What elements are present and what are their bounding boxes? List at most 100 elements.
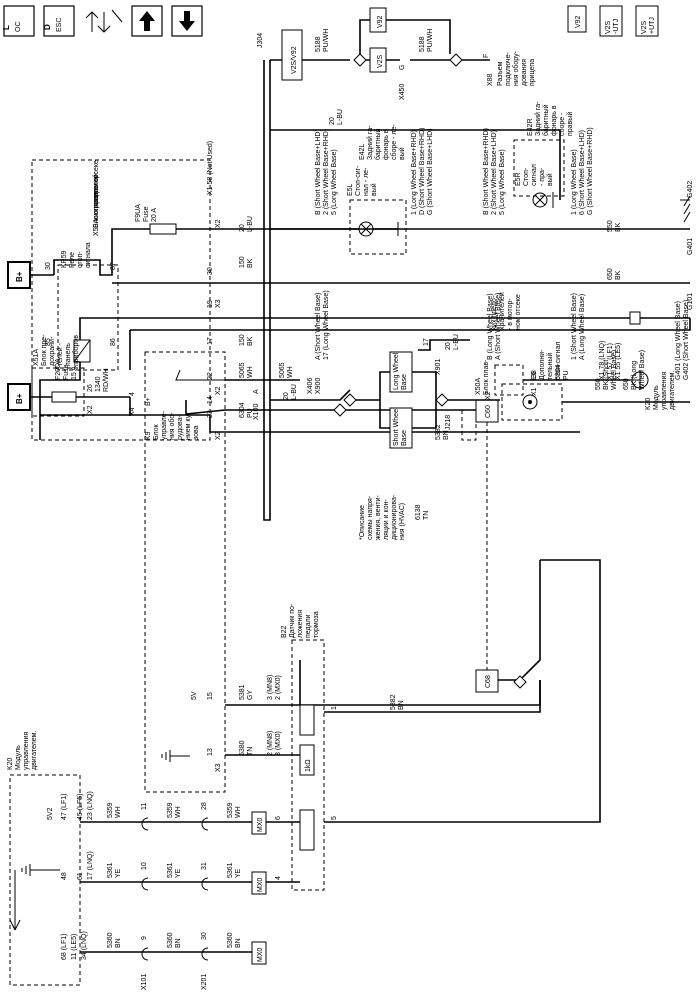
connector-x101: 11 10 9 X101: [141, 803, 149, 990]
svg-text:10: 10: [141, 862, 148, 870]
svg-text:RD/WH: RD/WH: [103, 368, 110, 392]
svg-text:15 A: 15 A: [71, 366, 78, 380]
svg-text:V2S: V2S: [641, 20, 648, 34]
svg-text:E5R: E5R: [515, 172, 522, 186]
svg-text:Wheel Base): Wheel Base): [611, 350, 618, 390]
svg-text:550: 550: [607, 220, 614, 232]
svg-text:диционирова-: диционирова-: [391, 494, 398, 540]
f9ua-fuse: [149, 223, 177, 235]
swap-icon[interactable]: [85, 9, 123, 33]
svg-text:23: 23: [207, 410, 214, 418]
svg-text:30: 30: [201, 932, 208, 940]
svg-text:20: 20: [239, 224, 246, 232]
description-button[interactable]: D ESC: [43, 5, 75, 37]
b22-resistor-bottom: [299, 809, 315, 851]
svg-text:5360: 5360: [167, 932, 174, 948]
svg-text:28: 28: [201, 802, 208, 810]
svg-text:5188: 5188: [315, 36, 322, 52]
svg-text:ложения: ложения: [297, 610, 304, 638]
svg-text:G: G: [399, 65, 406, 70]
svg-text:TN: TN: [423, 511, 430, 520]
svg-text:баритный: баритный: [542, 104, 550, 136]
svg-text:6 (Short Wheel Base+LHD): 6 (Short Wheel Base+LHD): [579, 130, 586, 215]
svg-text:Base: Base: [401, 374, 408, 390]
svg-text:BK: BK: [247, 336, 254, 346]
b22-resistor-top: [299, 704, 315, 736]
svg-text:86: 86: [110, 338, 117, 346]
svg-text:5381: 5381: [239, 684, 246, 700]
svg-text:D (Short Wheel Base+RHD): D (Short Wheel Base+RHD): [419, 128, 426, 215]
svg-text:1 (Long Wheel Base+RHD): 1 (Long Wheel Base+RHD): [411, 130, 418, 215]
svg-text:Стоп-сиг-: Стоп-сиг-: [355, 165, 362, 196]
svg-text:5360: 5360: [107, 932, 114, 948]
svg-text:650: 650: [623, 378, 630, 390]
svg-text:34 (LNQ): 34 (LNQ): [81, 931, 88, 960]
svg-text:BN: BN: [398, 700, 405, 710]
arrow-up-button[interactable]: [131, 5, 163, 37]
svg-text:X101: X101: [141, 974, 148, 990]
k20-right-label: K20 Модуль управления двигателем.: [645, 371, 676, 410]
svg-text:48: 48: [61, 872, 68, 880]
mx0-box-a: MX0: [251, 811, 267, 835]
svg-text:WH: WH: [235, 806, 242, 818]
svg-text:17: 17: [423, 338, 430, 346]
svg-text:6304: 6304: [555, 364, 562, 380]
svg-text:WH: WH: [175, 806, 182, 818]
svg-text:11: 11: [141, 803, 148, 810]
svg-text:рудова-: рудова-: [177, 414, 184, 440]
svg-text:4: 4: [275, 876, 282, 880]
svg-text:17: 17: [207, 337, 214, 345]
location-button[interactable]: L OC: [2, 5, 35, 37]
svg-text:BN: BN: [175, 938, 182, 948]
svg-text:нием ку-: нием ку-: [185, 412, 192, 440]
svg-text:20: 20: [329, 117, 336, 125]
svg-text:61: 61: [77, 872, 84, 880]
svg-text:A: A: [253, 389, 260, 394]
svg-text:B (Short Wheel Base+RHD): B (Short Wheel Base+RHD): [483, 128, 490, 215]
svg-text:BN: BN: [235, 938, 242, 948]
mx0-box-c: MX0: [251, 941, 267, 965]
svg-text:20: 20: [445, 342, 452, 350]
svg-text:- пра-: - пра-: [539, 167, 546, 186]
svg-text:дования: дования: [521, 59, 528, 86]
svg-text:WH: WH: [247, 366, 254, 378]
svg-text:X2: X2: [87, 405, 94, 414]
v2s-v92-box: [281, 29, 303, 81]
svg-text:PU/WH: PU/WH: [427, 29, 434, 52]
svg-text:BN: BN: [115, 938, 122, 948]
svg-text:26: 26: [87, 384, 94, 392]
svg-text:47 (LF1): 47 (LF1): [61, 794, 68, 820]
bplus-terminal-bottom: B+: [7, 383, 31, 411]
svg-text:Стоп-: Стоп-: [523, 167, 530, 186]
svg-text:PU: PU: [563, 370, 570, 380]
svg-text:X3: X3: [215, 763, 222, 772]
mx0-box-b: MX0: [251, 871, 267, 895]
svg-text:B (Long Wheel Base): B (Long Wheel Base): [487, 293, 494, 360]
svg-text:X2: X2: [215, 219, 222, 228]
svg-text:5065: 5065: [239, 362, 246, 378]
svg-text:L-BU: L-BU: [453, 334, 460, 350]
svg-text:зова: зова: [193, 425, 200, 440]
svg-text:13: 13: [207, 748, 214, 756]
e5r-lamp-outline: [513, 139, 565, 197]
svg-text:схемы напря-: схемы напря-: [367, 495, 374, 540]
arrow-up-icon: [139, 11, 155, 31]
svg-text:управления: управления: [23, 732, 30, 770]
svg-text:Short Wheel: Short Wheel: [393, 407, 400, 446]
b22-resistor: [299, 744, 315, 776]
svg-text:X2: X2: [215, 386, 222, 395]
arrow-down-button[interactable]: [171, 5, 203, 37]
svg-text:G402 (Short Wheel Base): G402 (Short Wheel Base): [683, 300, 690, 380]
svg-text:дохрани-: дохрани-: [49, 336, 56, 366]
svg-text:14: 14: [207, 396, 214, 404]
svg-text:19: 19: [207, 300, 214, 308]
ground-g401: G401: [687, 238, 694, 255]
svg-text:3 (MX0): 3 (MX0): [275, 731, 282, 756]
e6-label: E6 Дополни- тельный стоп-сигнал: [531, 342, 562, 380]
svg-text:правый: правый: [566, 112, 574, 136]
svg-text:5188: 5188: [419, 36, 426, 52]
svg-text:V2S/V92: V2S/V92: [291, 46, 298, 74]
k20-left-label: K20 Модуль управления двигателем.: [7, 731, 38, 770]
svg-text:31: 31: [201, 862, 208, 870]
x51a-fuse-block-outline: [31, 367, 85, 417]
